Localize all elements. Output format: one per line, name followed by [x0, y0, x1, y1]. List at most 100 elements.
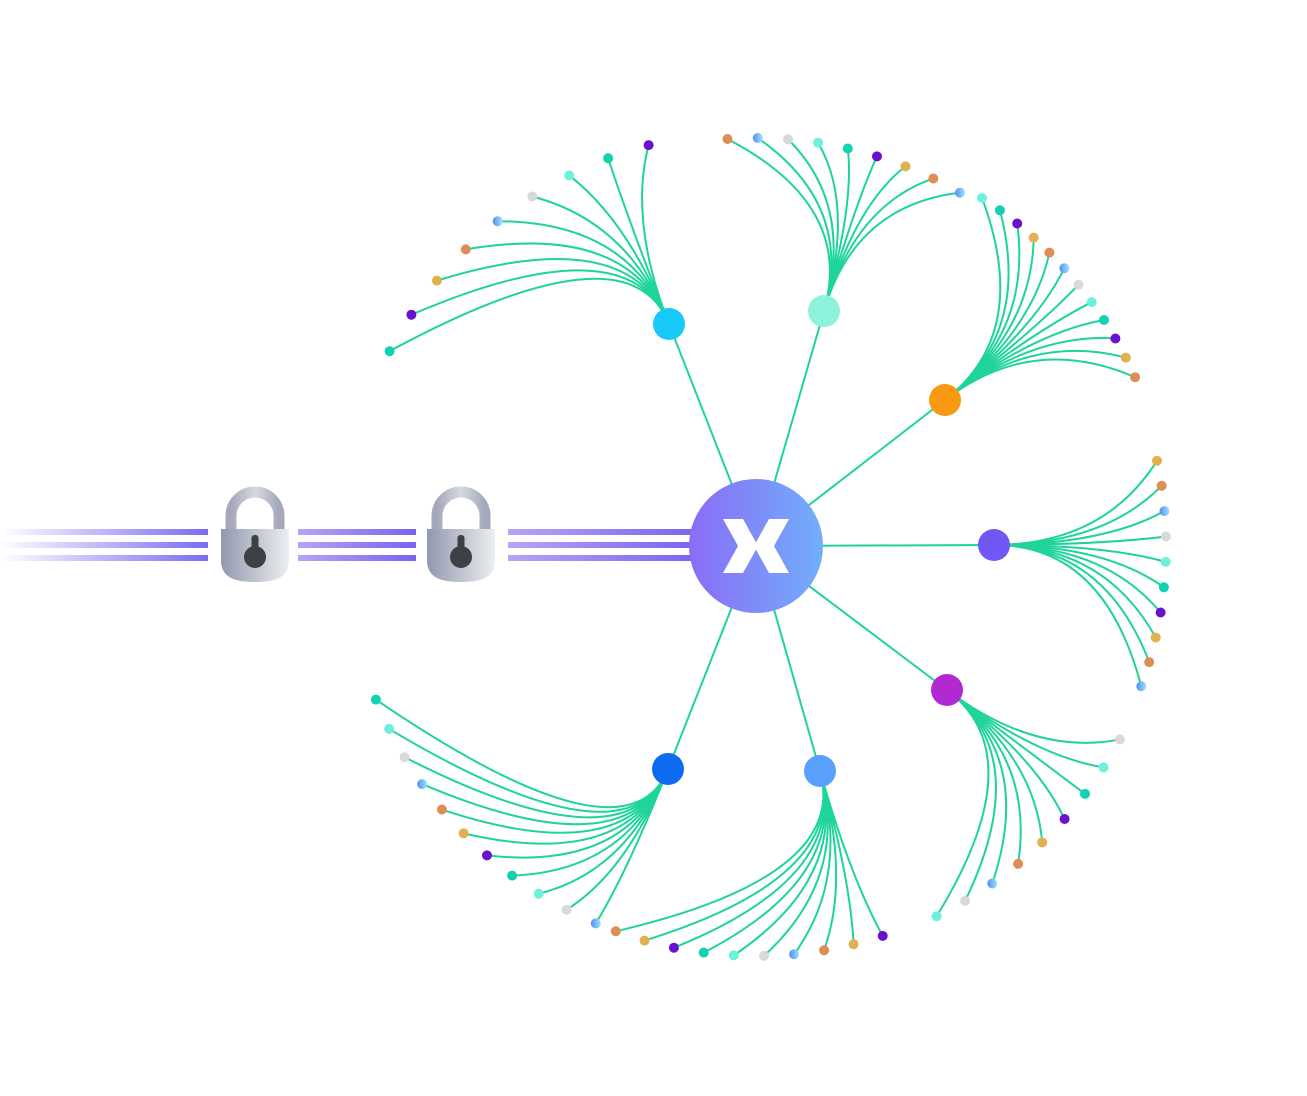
leaf-node[interactable] — [698, 947, 709, 958]
leaf-node[interactable] — [994, 205, 1005, 216]
hub-node[interactable] — [689, 479, 823, 613]
leaf-node[interactable] — [561, 904, 572, 915]
branch-edge — [644, 770, 825, 942]
leaf-node[interactable] — [1150, 632, 1161, 643]
leaf-node[interactable] — [1013, 858, 1024, 869]
branch-edge — [935, 689, 990, 917]
stream-segment-middle — [298, 529, 416, 561]
leaf-node[interactable] — [819, 945, 830, 956]
leaf-node[interactable] — [639, 935, 650, 946]
leaf-node[interactable] — [1037, 837, 1048, 848]
cluster-layer — [652, 295, 1010, 787]
leaf-node[interactable] — [931, 911, 942, 922]
branch-edge — [993, 485, 1163, 546]
leaf-node[interactable] — [1152, 455, 1162, 466]
leaf-node[interactable] — [399, 752, 410, 763]
leaf-node[interactable] — [1160, 531, 1171, 542]
branch-edge — [823, 191, 961, 312]
leaf-node[interactable] — [1120, 352, 1131, 363]
leaf-node[interactable] — [1156, 480, 1167, 491]
leaf-node[interactable] — [406, 309, 417, 320]
leaf-node[interactable] — [848, 939, 859, 950]
cluster-bottom-left-node[interactable] — [652, 753, 684, 785]
leaf-node[interactable] — [384, 346, 395, 357]
leaf-node[interactable] — [1086, 297, 1097, 308]
branch-edge — [641, 144, 670, 325]
cluster-top-node[interactable] — [808, 295, 840, 327]
leaf-node[interactable] — [900, 161, 911, 172]
leaf-node[interactable] — [482, 850, 492, 861]
cluster-lower-right-node[interactable] — [931, 674, 963, 706]
leaf-node[interactable] — [1136, 681, 1147, 692]
leaf-node[interactable] — [1155, 607, 1166, 618]
branch-edge — [389, 277, 670, 353]
branch-edge — [727, 138, 831, 312]
padlock-icon — [221, 486, 289, 582]
leaf-node[interactable] — [722, 134, 733, 144]
leaf-node[interactable] — [960, 896, 971, 906]
leaf-node[interactable] — [460, 244, 471, 255]
branch-edge — [993, 460, 1158, 546]
cluster-upper-right-node[interactable] — [929, 384, 961, 416]
leaf-node[interactable] — [1080, 788, 1090, 799]
data-stream — [0, 529, 698, 561]
leaf-node[interactable] — [384, 723, 395, 734]
leaf-node[interactable] — [668, 942, 679, 953]
leaf-node[interactable] — [783, 134, 793, 145]
leaf-node[interactable] — [1073, 279, 1084, 290]
branch-edge — [946, 689, 1104, 769]
cluster-top-left-node[interactable] — [653, 308, 685, 340]
leaf-node[interactable] — [789, 949, 800, 960]
leaf-node[interactable] — [431, 275, 442, 286]
leaf-node[interactable] — [1098, 762, 1109, 773]
cluster-bottom-node[interactable] — [804, 755, 836, 787]
leaf-node[interactable] — [527, 191, 538, 202]
leaf-node[interactable] — [1012, 218, 1023, 229]
leaf-node[interactable] — [1099, 315, 1109, 325]
leaf-node[interactable] — [987, 878, 998, 889]
leaf-node[interactable] — [1158, 582, 1169, 593]
leaf-node[interactable] — [1110, 333, 1121, 344]
leaf-node[interactable] — [417, 779, 428, 790]
stream-segment-left — [0, 529, 208, 561]
leaf-node[interactable] — [1044, 247, 1055, 258]
leaf-node[interactable] — [564, 170, 575, 181]
leaf-node[interactable] — [1028, 232, 1039, 243]
leaf-node[interactable] — [877, 930, 888, 941]
branch-edge — [993, 543, 1151, 663]
leaf-node[interactable] — [955, 187, 965, 198]
leaf-node[interactable] — [1144, 657, 1155, 668]
leaf-node[interactable] — [1160, 556, 1171, 567]
leaf-node[interactable] — [1130, 372, 1141, 383]
leaf-node[interactable] — [872, 151, 882, 162]
leaf-node[interactable] — [752, 133, 763, 143]
leaf-node[interactable] — [1159, 506, 1170, 517]
leaf-node[interactable] — [728, 950, 739, 961]
leaf-node[interactable] — [1059, 263, 1070, 274]
leaf-node[interactable] — [610, 926, 621, 937]
cluster-right-node[interactable] — [978, 529, 1010, 561]
branch-edge — [993, 543, 1165, 589]
leaf-node[interactable] — [533, 888, 544, 899]
x-logo-icon — [723, 519, 789, 573]
leaf-node[interactable] — [928, 173, 939, 184]
leaf-node[interactable] — [759, 950, 769, 961]
leaf-node[interactable] — [492, 216, 503, 227]
leaf-node[interactable] — [436, 804, 447, 815]
leaf-node[interactable] — [590, 918, 601, 929]
leaf-node[interactable] — [842, 143, 853, 154]
branch-edge — [944, 237, 1035, 401]
leaf-node[interactable] — [813, 137, 824, 148]
leaf-node[interactable] — [1114, 734, 1125, 745]
leaf-node[interactable] — [458, 828, 469, 839]
branch-edge — [375, 698, 669, 809]
branch-edge — [993, 543, 1143, 687]
leaf-node[interactable] — [643, 140, 654, 151]
branch-edge — [944, 337, 1116, 401]
branch-edge — [486, 768, 669, 859]
leaf-node[interactable] — [1059, 814, 1070, 824]
leaf-node[interactable] — [977, 193, 987, 203]
leaf-node[interactable] — [603, 153, 614, 164]
leaf-node[interactable] — [507, 870, 518, 881]
leaf-node[interactable] — [370, 694, 381, 705]
